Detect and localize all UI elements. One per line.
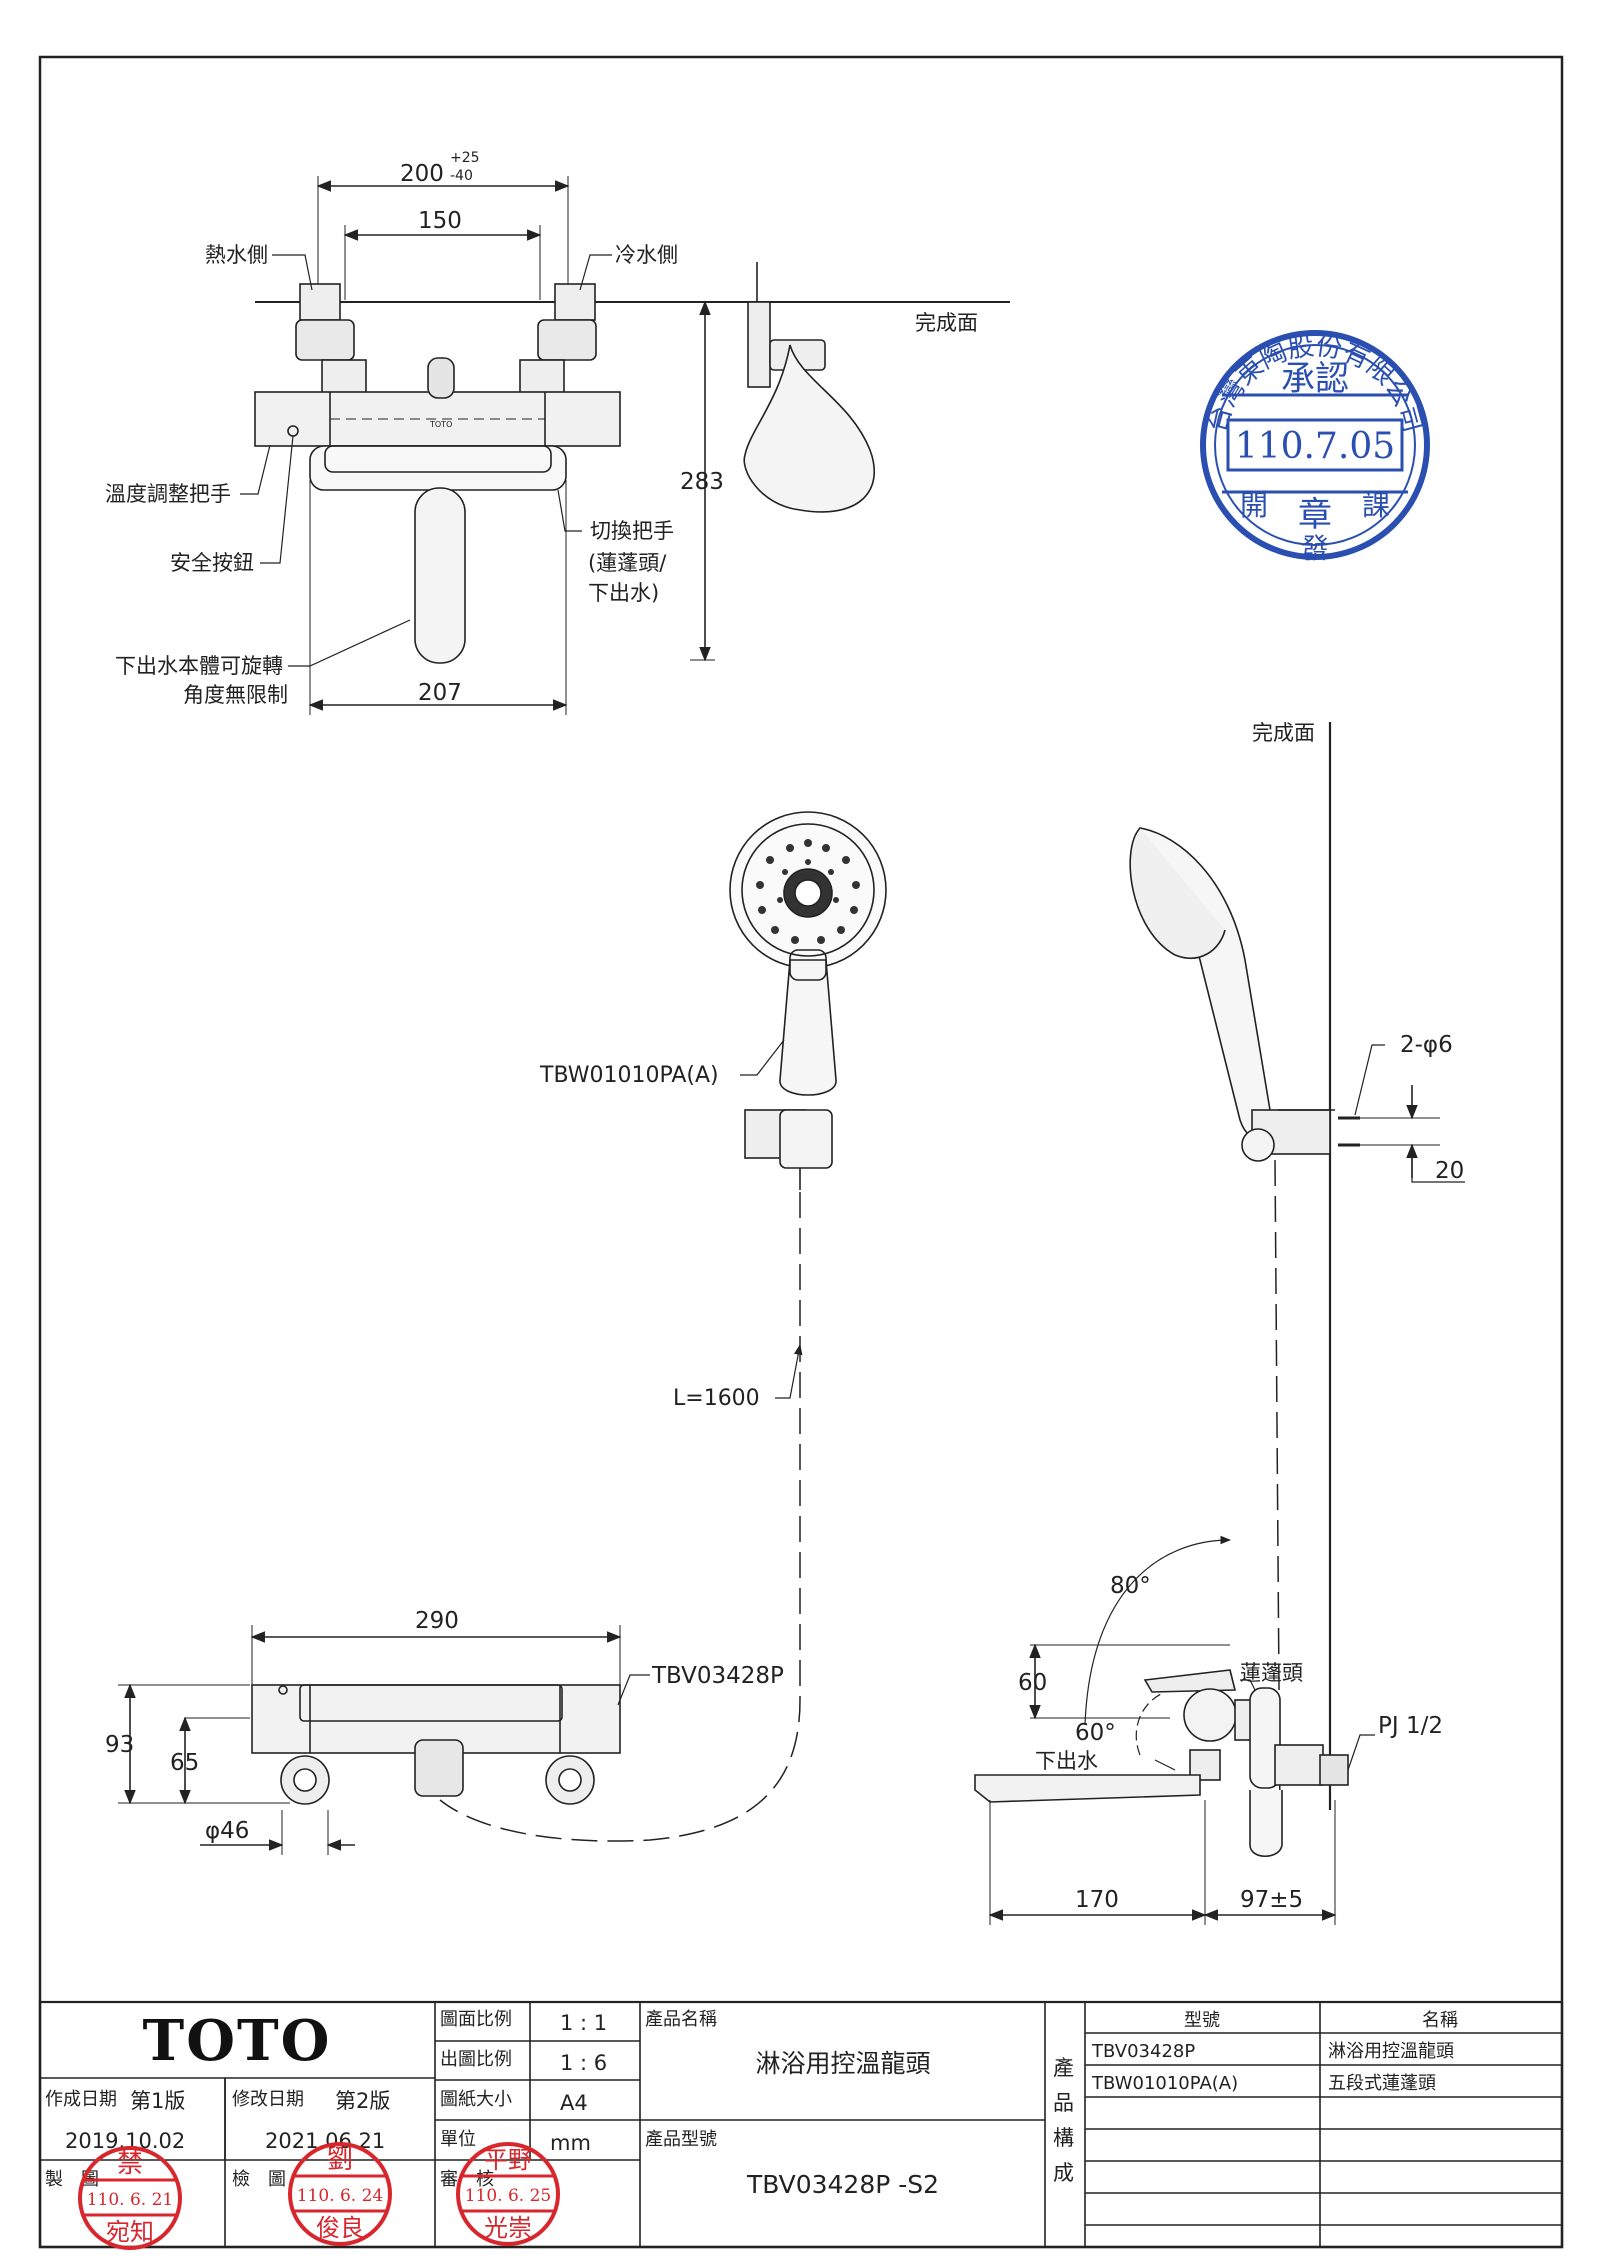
hot-side-label: 熱水側 — [205, 243, 268, 267]
switch-handle-label-1: 切換把手 — [590, 519, 674, 543]
modified-date-label: 修改日期 — [232, 2089, 304, 2110]
modified-date: 2021.06.21 — [265, 2129, 385, 2153]
part-model-1: TBV03428P — [1091, 2041, 1195, 2062]
dim-46: φ46 — [205, 1818, 249, 1844]
approve-stamp-date: 110. 6. 25 — [465, 2186, 552, 2206]
body-brand-mark: TOTO — [429, 420, 452, 429]
check-stamp-bottom: 俊良 — [316, 2214, 364, 2242]
drawn-stamp-bottom: 宛知 — [106, 2218, 154, 2246]
dim-200-minus: -40 — [450, 168, 473, 184]
handshower-front — [729, 811, 887, 1190]
unit-label: 單位 — [440, 2129, 476, 2150]
stamp-date: 110.7.05 — [1235, 426, 1395, 467]
approved-by-stamp: 平野 110. 6. 25 光崇 — [456, 2142, 560, 2246]
dim-150: 150 — [418, 208, 462, 234]
side-view — [974, 1535, 1375, 1925]
screw-spec-label: 2-φ6 — [1400, 1032, 1453, 1058]
paper-size-label: 圖紙大小 — [440, 2089, 512, 2110]
approved-by-label: 審 核 — [440, 2169, 494, 2190]
check-stamp-date: 110. 6. 24 — [297, 2186, 384, 2206]
unit-value: mm — [550, 2131, 591, 2155]
toto-logo: TOTO — [143, 2008, 332, 2074]
angle-80: 80° — [1110, 1573, 1151, 1599]
part-name-1: 淋浴用控溫龍頭 — [1328, 2041, 1454, 2062]
product-name-label: 產品名稱 — [645, 2009, 717, 2030]
handshower-side — [1129, 722, 1465, 1821]
approve-stamp-bottom: 光崇 — [484, 2214, 532, 2242]
drawn-stamp-top: 禁 — [117, 2149, 143, 2179]
shower-outlet-label: 蓮蓬頭 — [1240, 1661, 1303, 1685]
created-version: 第1版 — [130, 2089, 185, 2113]
finish-surface-label-side: 完成面 — [1252, 721, 1315, 745]
company-approval-stamp: 台灣東陶股份有限公司 承認 110.7.05 章 開 發 課 — [1200, 330, 1430, 565]
angle-60: 60° — [1075, 1720, 1116, 1746]
dim-290: 290 — [415, 1608, 459, 1634]
checked-by-stamp: 劉 110. 6. 24 俊良 — [288, 2142, 392, 2246]
hose-length-label: L=1600 — [673, 1386, 760, 1411]
composition-label-1: 產 — [1053, 2056, 1074, 2080]
product-model: TBV03428P -S2 — [746, 2170, 939, 2199]
finish-surface-label: 完成面 — [915, 311, 978, 335]
paper-size-value: A4 — [560, 2091, 588, 2115]
handshower-model-label: TBW01010PA(A) — [539, 1063, 719, 1088]
stamp-dept-right: 課 — [1362, 489, 1390, 522]
stamp-seal-text: 章 — [1298, 495, 1332, 535]
drawn-by-stamp: 禁 110. 6. 21 宛知 — [78, 2146, 182, 2250]
spout-rotate-label-2: 角度無限制 — [183, 683, 288, 707]
top-view — [240, 176, 1010, 715]
composition-label-4: 成 — [1053, 2161, 1074, 2185]
modified-version: 第2版 — [335, 2089, 390, 2113]
pj-thread-label: PJ 1/2 — [1378, 1713, 1443, 1739]
created-date-label: 作成日期 — [45, 2089, 117, 2110]
part-name-2: 五段式蓮蓬頭 — [1328, 2073, 1436, 2094]
front-view — [118, 1625, 650, 1855]
dim-170: 170 — [1075, 1887, 1119, 1913]
hose-leader — [775, 1343, 803, 1399]
column-model: 型號 — [1184, 2010, 1220, 2031]
dim-65: 65 — [170, 1750, 199, 1776]
dim-97: 97±5 — [1240, 1887, 1303, 1913]
front-model-label: TBV03428P — [651, 1663, 784, 1689]
composition-label-3: 構 — [1053, 2126, 1074, 2150]
part-model-2: TBW01010PA(A) — [1091, 2073, 1238, 2094]
scale-value: 1 : 1 — [560, 2011, 607, 2035]
composition-label-2: 品 — [1053, 2091, 1074, 2115]
check-stamp-top: 劉 — [327, 2145, 353, 2175]
approve-stamp-top: 平野 — [484, 2146, 532, 2174]
product-model-label: 產品型號 — [645, 2129, 717, 2150]
output-scale-label: 出圖比例 — [440, 2049, 512, 2070]
output-scale-value: 1 : 6 — [560, 2051, 607, 2075]
spout-outlet-label: 下出水 — [1035, 1749, 1098, 1773]
stamp-approve-text: 承認 — [1281, 359, 1349, 399]
dim-200-plus: +25 — [450, 150, 480, 166]
switch-handle-label-3: 下出水) — [588, 581, 659, 605]
safety-button-label: 安全按鈕 — [170, 551, 254, 575]
dim-207: 207 — [418, 680, 462, 706]
checked-by-label: 檢 圖 — [232, 2169, 286, 2190]
drawn-stamp-date: 110. 6. 21 — [87, 2190, 174, 2210]
dim-283: 283 — [680, 469, 724, 495]
nozzle-dots — [756, 839, 860, 944]
dim-93: 93 — [105, 1732, 134, 1758]
switch-handle-label-2: (蓮蓬頭/ — [588, 551, 667, 575]
product-name: 淋浴用控溫龍頭 — [755, 2049, 930, 2078]
dim-200: 200 — [400, 161, 444, 187]
column-name: 名稱 — [1422, 2010, 1458, 2031]
cold-side-label: 冷水側 — [615, 243, 678, 267]
spout-rotate-label-1: 下出水本體可旋轉 — [115, 654, 283, 678]
scale-label: 圖面比例 — [440, 2009, 512, 2030]
dim-60: 60 — [1018, 1670, 1047, 1696]
temp-handle-label: 溫度調整把手 — [105, 482, 231, 506]
hose-line — [439, 1192, 801, 1842]
dim-20: 20 — [1435, 1158, 1464, 1184]
stamp-dept-mid: 發 — [1301, 532, 1329, 565]
stamp-dept-left: 開 — [1240, 489, 1268, 522]
